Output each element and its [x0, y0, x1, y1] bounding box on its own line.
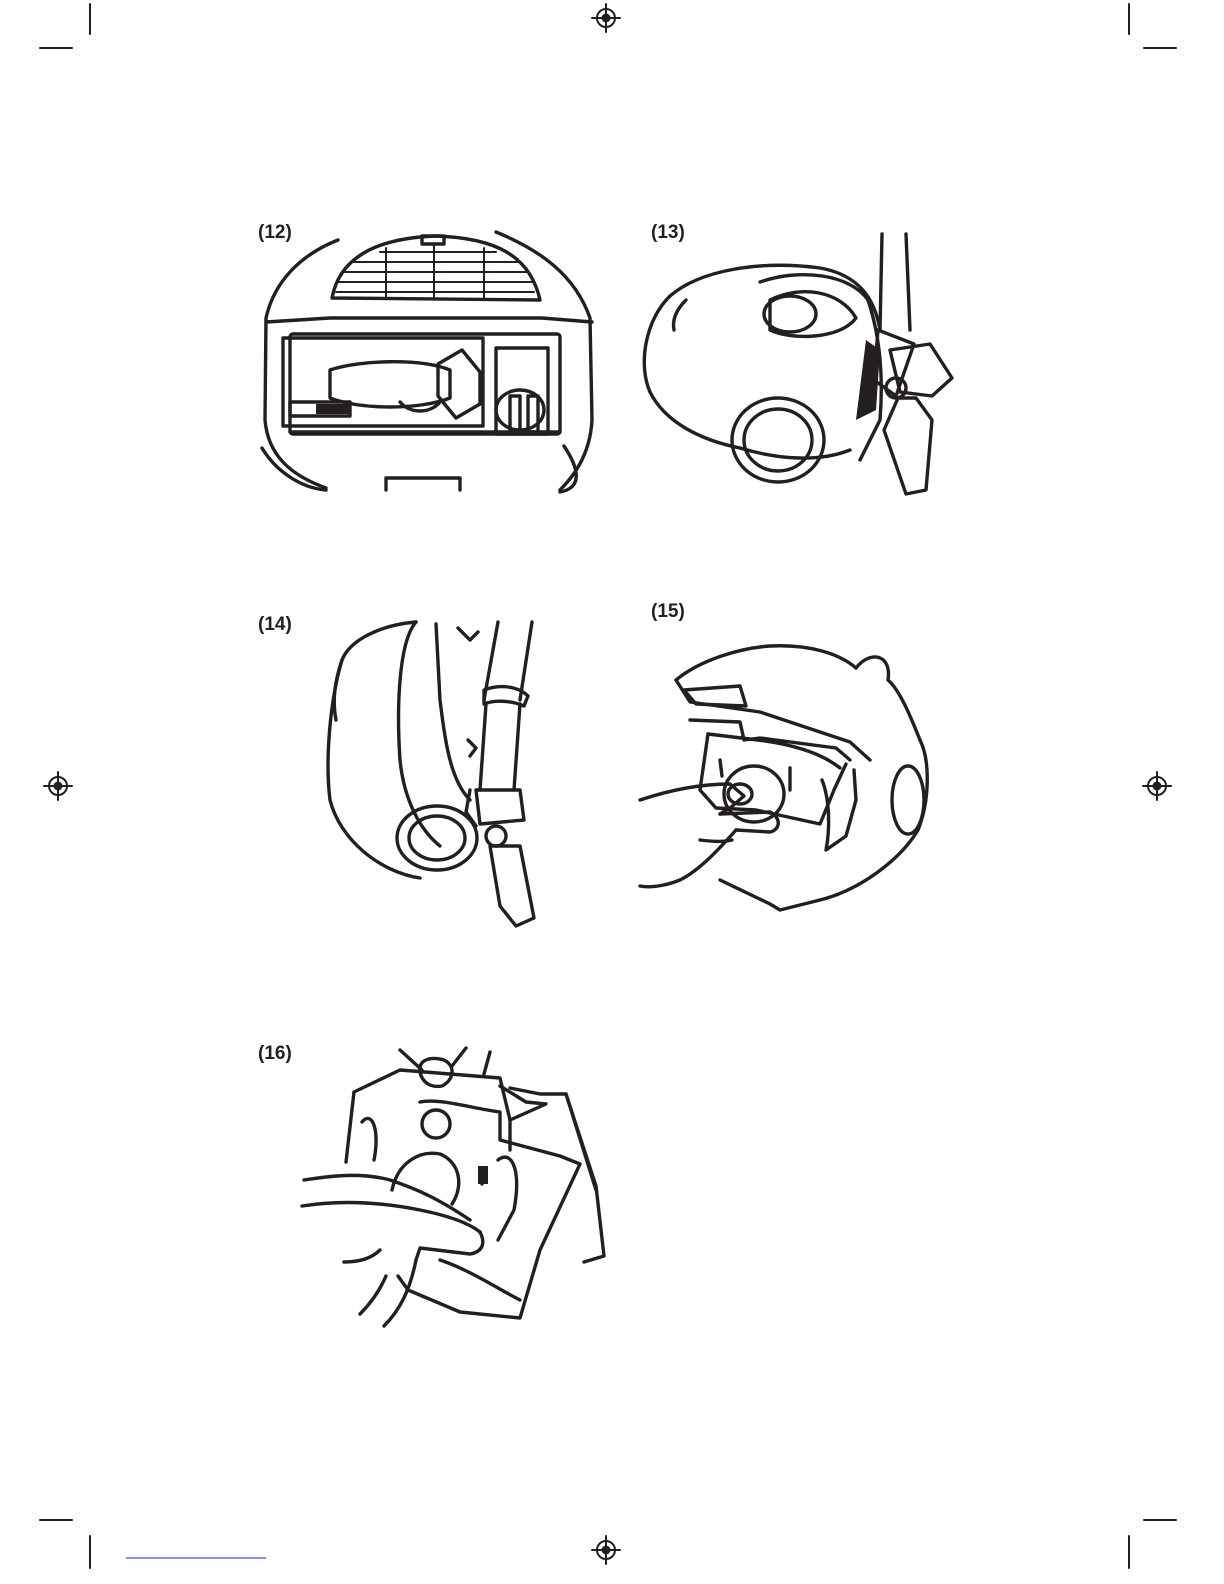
figure-label-14: (14)	[258, 614, 292, 636]
crop-marks	[40, 4, 1176, 1568]
figure-15-illustration	[640, 646, 927, 910]
figure-13-shadow	[856, 340, 880, 420]
registration-mark-right	[1143, 772, 1171, 800]
figure-16-illustration	[302, 1048, 604, 1326]
registration-mark-top	[592, 4, 620, 32]
figure-label-12: (12)	[258, 222, 292, 244]
figure-label-13: (13)	[651, 222, 685, 244]
figure-label-15: (15)	[651, 601, 685, 623]
figure-13-illustration	[644, 234, 952, 494]
figure-12-shadow	[316, 404, 350, 414]
registration-mark-left	[44, 772, 72, 800]
figure-12-illustration	[262, 232, 592, 492]
figure-14-illustration	[328, 622, 534, 926]
figure-16-bag-notch	[478, 1166, 488, 1184]
figure-label-16: (16)	[258, 1043, 292, 1065]
registration-mark-bottom	[592, 1536, 620, 1564]
